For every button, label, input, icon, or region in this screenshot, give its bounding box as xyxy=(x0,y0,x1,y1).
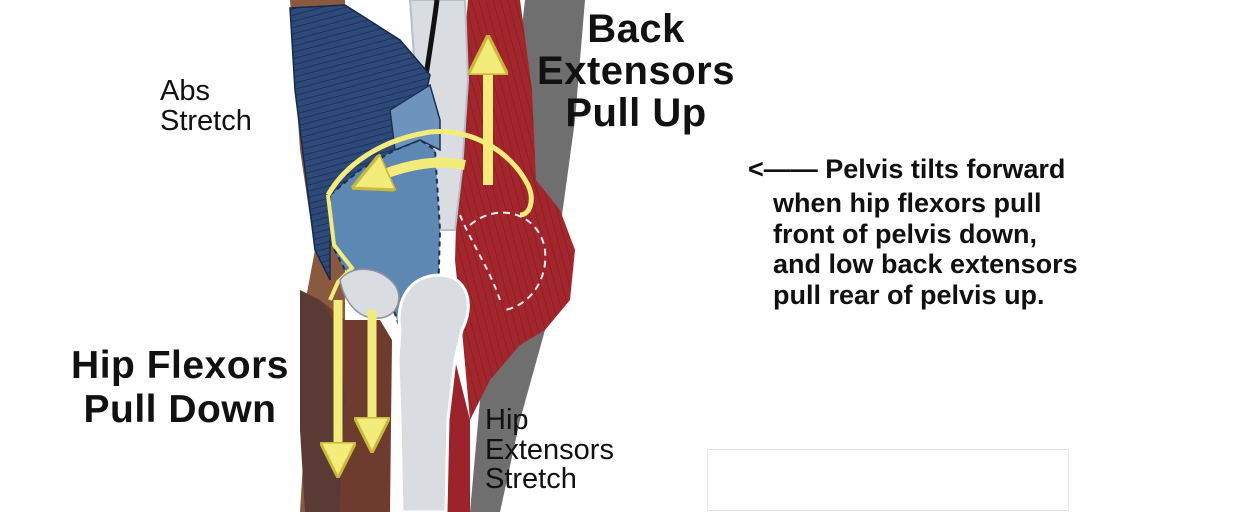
abs-stretch-label: Abs Stretch xyxy=(160,77,252,136)
hip-flexors-label: Hip Flexors Pull Down xyxy=(30,344,330,431)
blank-caption-box xyxy=(707,449,1069,511)
back-extensors-label: Back Extensors Pull Up xyxy=(512,8,760,134)
pelvis-note-arrow-line: <—— Pelvis tilts forward xyxy=(748,154,1065,185)
hip-extensors-label: Hip Extensors Stretch xyxy=(485,406,614,495)
pelvis-note-text: when hip flexors pull front of pelvis do… xyxy=(773,188,1078,310)
